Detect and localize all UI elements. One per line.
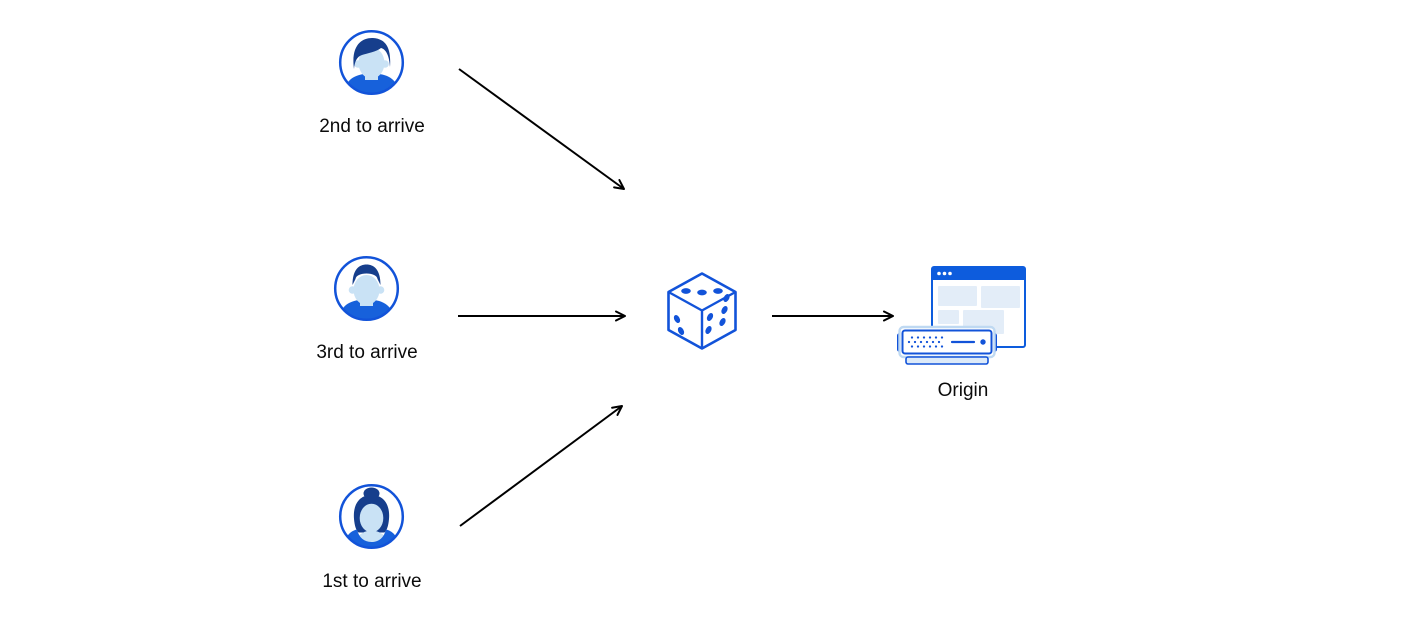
avatar-2nd-icon bbox=[338, 29, 405, 96]
avatar-1st-icon bbox=[338, 483, 405, 550]
origin-server-icon bbox=[897, 266, 1026, 365]
origin-label: Origin bbox=[937, 380, 989, 401]
server-led bbox=[980, 339, 986, 345]
client-2nd-label: 2nd to arrive bbox=[319, 116, 425, 137]
arrow-client1-to-dice bbox=[459, 405, 623, 527]
client-3rd-label: 3rd to arrive bbox=[316, 342, 418, 363]
dice-icon bbox=[667, 272, 737, 350]
avatar-3rd-icon bbox=[333, 255, 400, 322]
arrow-client2-to-dice bbox=[458, 68, 625, 190]
client-1st-label: 1st to arrive bbox=[322, 571, 422, 592]
server-vents bbox=[907, 336, 944, 348]
